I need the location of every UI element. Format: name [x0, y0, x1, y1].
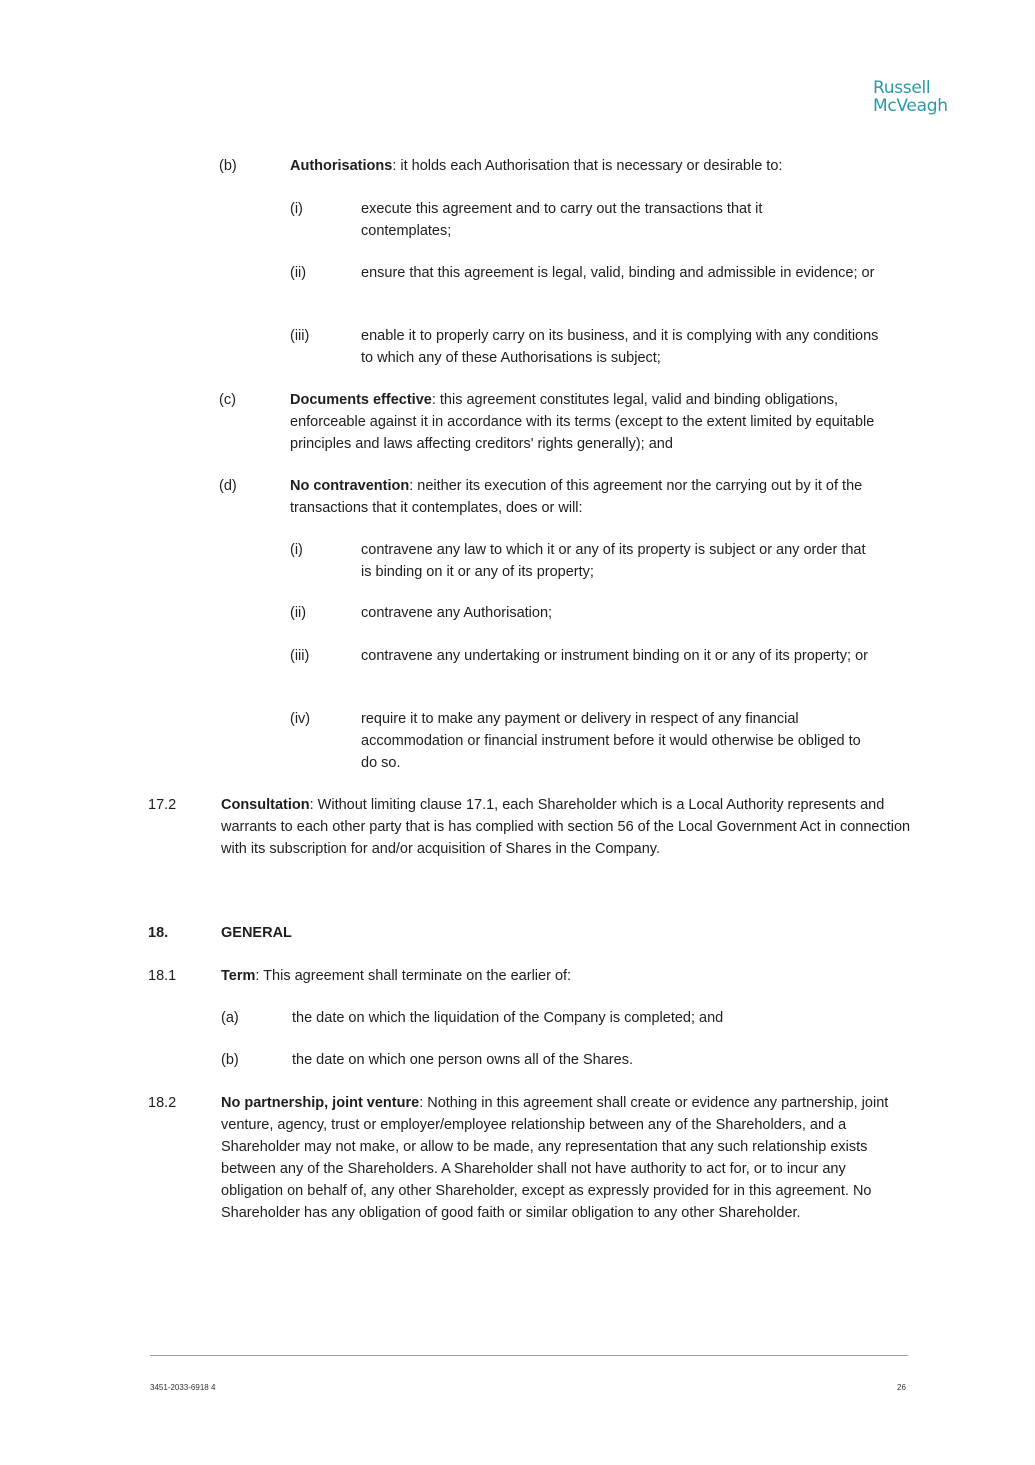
clause-b-text: Authorisations: it holds each Authorisat…: [290, 155, 910, 177]
clause-d-number: (d): [219, 478, 237, 494]
clause-b-body: : it holds each Authorisation that is ne…: [392, 158, 783, 174]
clause-b-i-text: execute this agreement and to carry out …: [361, 201, 763, 239]
clause-b-number: (b): [219, 158, 237, 174]
clause-18-2-heading: No partnership, joint venture: [221, 1095, 420, 1111]
clause-c-number: (c): [219, 392, 236, 408]
clause-b-iii-text: enable it to properly carry on its busin…: [361, 328, 879, 366]
clause-17-2-text: Consultation: Without limiting clause 17…: [221, 794, 911, 860]
clause-d-body: : neither its execution of this agreemen…: [290, 478, 863, 516]
clause-18-1-text: Term: This agreement shall terminate on …: [221, 965, 901, 987]
clause-17-2-number: 17.2: [148, 797, 177, 813]
clause-18-2-text: No partnership, joint venture: Nothing i…: [221, 1092, 911, 1224]
clause-d-iii-text: contravene any undertaking or instrument…: [361, 648, 868, 664]
clause-d-text: No contravention: neither its execution …: [290, 475, 905, 519]
clause-d-i-number: (i): [290, 542, 303, 558]
clause-d-ii-number: (ii): [290, 605, 307, 621]
clause-d-ii-text: contravene any Authorisation;: [361, 605, 553, 621]
clause-18-1-body: : This agreement shall terminate on the …: [255, 968, 572, 984]
clause-18-2-number: 18.2: [148, 1095, 177, 1111]
logo-line-1: Russell: [873, 78, 931, 98]
footer-divider: [150, 1355, 908, 1356]
clause-18-2-body: : Nothing in this agreement shall create…: [221, 1095, 889, 1221]
clause-c-heading: Documents effective: [290, 392, 432, 408]
clause-18-1-number: 18.1: [148, 968, 177, 984]
clause-d-heading: No contravention: [290, 478, 410, 494]
section-18-title: GENERAL: [221, 925, 292, 941]
clause-18-1-a-text: the date on which the liquidation of the…: [292, 1010, 724, 1026]
clause-d-iv-text: require it to make any payment or delive…: [361, 711, 861, 771]
clause-d-iii-number: (iii): [290, 648, 310, 664]
logo-line-2: McVeagh: [873, 96, 948, 116]
clause-b-heading: Authorisations: [290, 158, 393, 174]
clause-d-i-text: contravene any law to which it or any of…: [361, 542, 866, 580]
page-number: 26: [897, 1383, 906, 1392]
clause-b-i-number: (i): [290, 201, 303, 217]
clause-b-iii-number: (iii): [290, 328, 310, 344]
section-18-number: 18.: [148, 925, 169, 941]
clause-17-2-heading: Consultation: [221, 797, 310, 813]
clause-b-ii-number: (ii): [290, 265, 307, 281]
clause-b-ii-text: ensure that this agreement is legal, val…: [361, 265, 875, 281]
clause-c-body: : this agreement constitutes legal, vali…: [290, 392, 875, 452]
document-reference: 3451-2033-6918 4: [150, 1383, 216, 1392]
clause-18-1-a-number: (a): [221, 1010, 239, 1026]
clause-18-1-b-number: (b): [221, 1052, 239, 1068]
clause-c-text: Documents effective: this agreement cons…: [290, 389, 908, 455]
company-logo: Russell McVeagh: [873, 79, 948, 115]
clause-17-2-body: : Without limiting clause 17.1, each Sha…: [221, 797, 911, 857]
clause-18-1-b-text: the date on which one person owns all of…: [292, 1052, 633, 1068]
clause-18-1-heading: Term: [221, 968, 256, 984]
clause-d-iv-number: (iv): [290, 711, 311, 727]
